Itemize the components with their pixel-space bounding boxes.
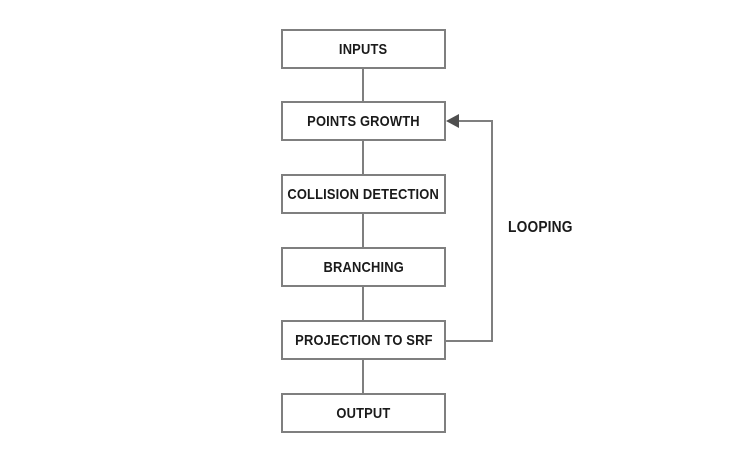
loop-line-bottom (446, 340, 493, 342)
loop-line-top (456, 120, 493, 122)
flow-node-label: PROJECTION TO SRF (294, 331, 433, 349)
flow-node-label: INPUTS (339, 40, 388, 58)
flow-node-projection-to-srf: PROJECTION TO SRF (281, 320, 446, 360)
loop-line-vertical (491, 120, 493, 342)
flow-node-collision-detection: COLLISION DETECTION (281, 174, 446, 214)
flow-node-label: COLLISION DETECTION (287, 185, 440, 203)
flow-node-inputs: INPUTS (281, 29, 446, 69)
connector-inputs-to-points-growth (362, 69, 364, 101)
flow-node-label: OUTPUT (336, 404, 391, 422)
loop-label: LOOPING (508, 219, 573, 236)
connector-projection-to-srf-to-output (362, 360, 364, 393)
flow-node-output: OUTPUT (281, 393, 446, 433)
loop-arrowhead-icon (446, 114, 459, 128)
flow-node-branching: BRANCHING (281, 247, 446, 287)
flow-node-points-growth: POINTS GROWTH (281, 101, 446, 141)
connector-points-growth-to-collision-detection (362, 141, 364, 174)
flow-node-label: BRANCHING (323, 258, 404, 276)
connector-collision-detection-to-branching (362, 214, 364, 247)
flow-node-label: POINTS GROWTH (307, 112, 420, 130)
connector-branching-to-projection-to-srf (362, 287, 364, 320)
